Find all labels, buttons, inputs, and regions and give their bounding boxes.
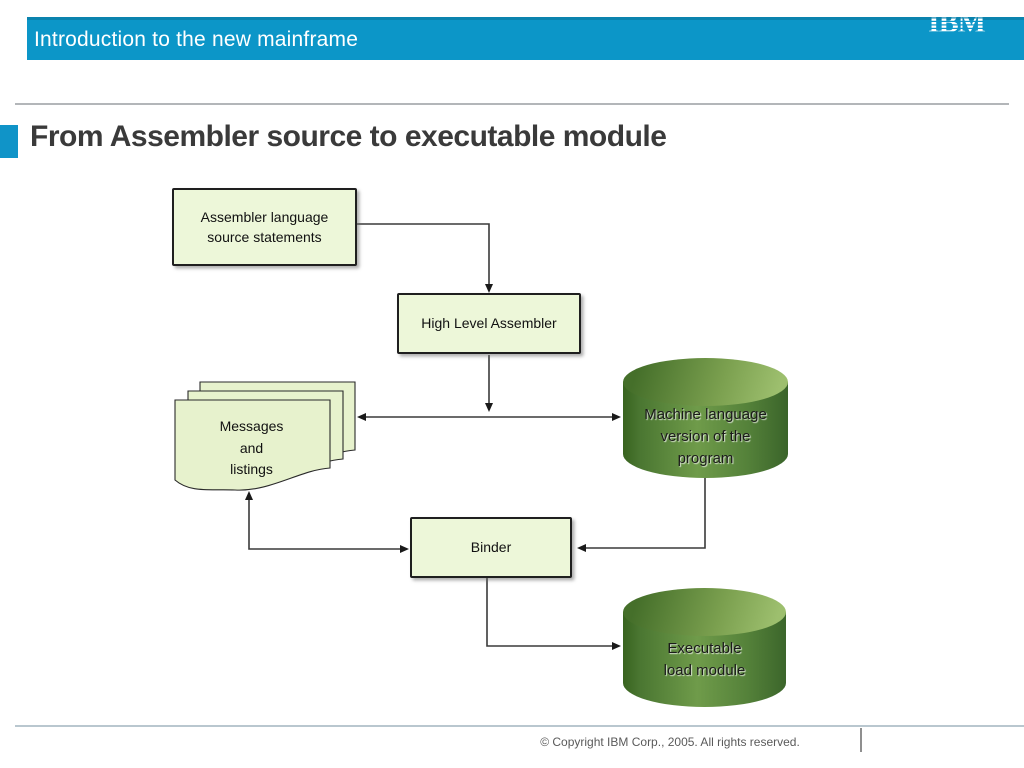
doc-label-line: listings <box>230 461 273 478</box>
cylinder-executable-load-module <box>623 588 786 707</box>
arrow-left-into-messages <box>357 413 366 421</box>
arrow-left-into-binder <box>577 544 586 552</box>
cyl-label-line: load module <box>663 661 746 679</box>
title-marker <box>0 125 18 158</box>
cylinder-top <box>623 358 788 406</box>
footer-rule <box>15 725 1024 727</box>
flow-box-label-line: source statements <box>207 229 322 245</box>
ibm-logo-icon: IBM <box>927 8 991 35</box>
doc-stack-label: Messages and listings <box>183 416 320 481</box>
connector-source-to-assembler <box>357 223 490 286</box>
arrow-right-into-exec-cyl <box>612 642 621 650</box>
doc-label-line: and <box>239 439 264 456</box>
flow-box-label-line: Assembler language <box>200 208 329 225</box>
cyl-label-line: Executable <box>667 640 742 657</box>
cylinder-machine-language <box>623 358 788 478</box>
flow-box-assembler-source: Assembler language source statements <box>172 188 357 266</box>
cyl-label-line: Machine language <box>644 406 767 423</box>
header-title: Introduction to the new mainframe <box>34 28 359 51</box>
doc-sheet-front <box>174 399 331 491</box>
doc-label-line: Messages <box>219 418 284 434</box>
connector-binder-to-messages <box>248 499 401 550</box>
page-title: From Assembler source to executable modu… <box>30 120 667 153</box>
flow-box-label: Binder <box>470 539 512 556</box>
cylinder-executable-label: Executable load module <box>628 638 781 682</box>
header-bar: Introduction to the new mainframe <box>27 17 1024 60</box>
flow-box-label: High Level Assembler <box>421 315 557 332</box>
footer-divider <box>860 728 862 752</box>
connector-binder-to-exec <box>486 578 612 647</box>
arrow-right-into-machine-cyl <box>612 413 621 421</box>
connector-machine-to-binder <box>586 470 706 549</box>
doc-stack-messages-listings <box>174 381 356 491</box>
cyl-label-line: version of the <box>660 427 751 445</box>
arrow-down-to-split <box>485 403 493 412</box>
ibm-logo-stripes <box>927 8 991 35</box>
title-rule <box>15 103 1009 105</box>
connector-arrowheads <box>245 284 621 650</box>
flow-box-high-level-assembler: High Level Assembler <box>397 293 581 354</box>
arrow-right-into-binder <box>400 545 409 553</box>
cylinder-top <box>623 588 786 636</box>
flow-box-binder: Binder <box>410 517 572 578</box>
cylinder-machine-language-label: Machine language version of the program <box>630 404 781 469</box>
footer-copyright: © Copyright IBM Corp., 2005. All rights … <box>540 735 800 749</box>
arrow-down-into-assembler <box>485 284 493 293</box>
cyl-label-line: program <box>677 449 734 467</box>
connector-lines <box>248 223 706 647</box>
arrow-up-into-messages <box>245 491 253 500</box>
